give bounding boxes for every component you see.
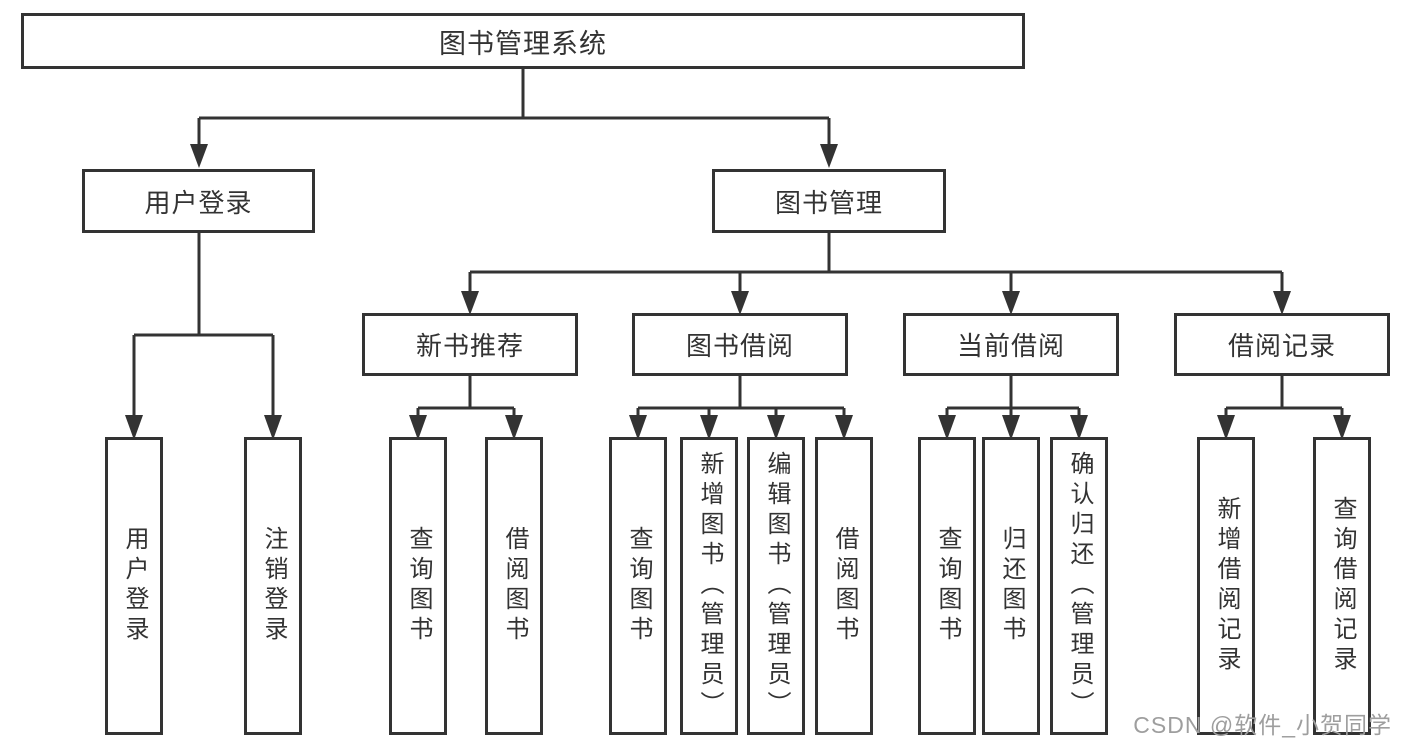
node-user-login: 用户登录: [82, 169, 315, 233]
leaf-logout: 注销登录: [244, 437, 302, 735]
connector-book-management-to-level3: [468, 233, 1284, 292]
leaf-records-query-borrow-record: 查询借阅记录: [1313, 437, 1371, 735]
leaf-borrowing-add-books-admin: 新增图书（管理员）: [680, 437, 738, 735]
arrowheads-level2: [190, 144, 838, 168]
connector-new-book-to-leaves: [416, 376, 516, 417]
connector-borrowing-records-to-leaves: [1224, 376, 1344, 417]
leaf-borrowing-edit-books-admin: 编辑图书（管理员）: [747, 437, 805, 735]
arrowheads-book-borrowing-leaves: [629, 415, 853, 440]
leaf-current-confirm-return-admin: 确认归还（管理员）: [1050, 437, 1108, 735]
node-new-book-recommendation: 新书推荐: [362, 313, 578, 376]
node-book-borrowing: 图书借阅: [632, 313, 848, 376]
node-book-management: 图书管理: [712, 169, 946, 233]
leaf-records-add-borrow-record: 新增借阅记录: [1197, 437, 1255, 735]
connector-book-borrowing-to-leaves: [636, 376, 846, 417]
leaf-borrowing-query-books: 查询图书: [609, 437, 667, 735]
arrowheads-user-login-leaves: [125, 415, 282, 440]
node-borrowing-records: 借阅记录: [1174, 313, 1390, 376]
leaf-current-query-books: 查询图书: [918, 437, 976, 735]
node-root-library-management-system: 图书管理系统: [21, 13, 1025, 69]
node-current-borrowing: 当前借阅: [903, 313, 1119, 376]
arrowheads-new-book-leaves: [409, 415, 523, 440]
leaf-current-return-books: 归还图书: [982, 437, 1040, 735]
leaf-recommend-query-books: 查询图书: [389, 437, 447, 735]
leaf-borrowing-borrow-books: 借阅图书: [815, 437, 873, 735]
arrowheads-borrowing-records-leaves: [1217, 415, 1351, 440]
arrowheads-level3: [461, 291, 1291, 315]
connector-root-to-level2: [197, 69, 831, 146]
connector-current-borrowing-to-leaves: [945, 376, 1081, 417]
csdn-watermark: CSDN @软件_小贺同学: [1133, 712, 1392, 738]
connector-user-login-to-leaves: [132, 233, 275, 417]
leaf-recommend-borrow-books: 借阅图书: [485, 437, 543, 735]
leaf-user-login: 用户登录: [105, 437, 163, 735]
arrowheads-current-borrowing-leaves: [938, 415, 1088, 440]
